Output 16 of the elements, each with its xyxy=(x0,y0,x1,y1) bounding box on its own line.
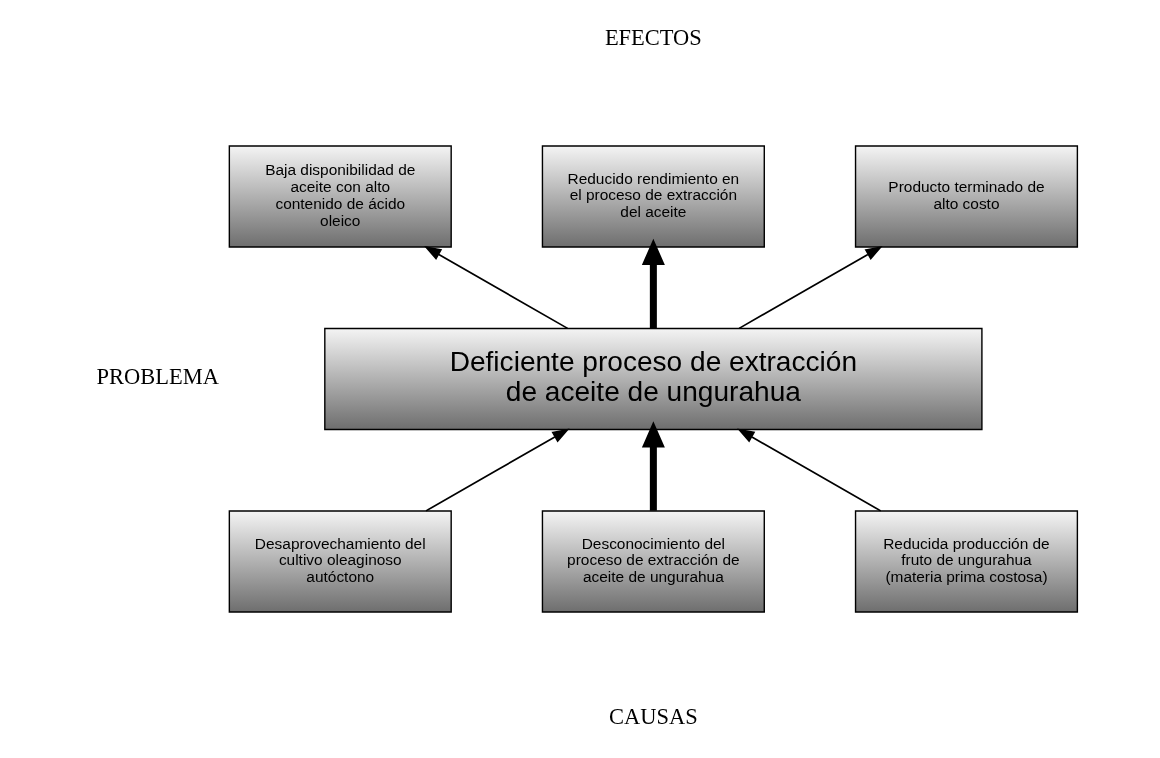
node-box: Reducido rendimiento en el proceso de extracción del aceite xyxy=(541,145,765,248)
arrow xyxy=(737,428,882,512)
arrow xyxy=(424,245,569,330)
arrow xyxy=(738,245,883,330)
arrow xyxy=(425,428,570,512)
label: PROBLEMA xyxy=(96,364,219,390)
label: CAUSAS xyxy=(609,704,698,730)
label: EFECTOS xyxy=(604,24,702,50)
node-box: Baja disponibilidad de aceite con alto contenido de ácido oleico xyxy=(228,145,452,248)
arrow xyxy=(641,421,665,511)
node-box: Desaprovechamiento del cultivo oleaginoso autóctono xyxy=(228,510,452,613)
arrow xyxy=(641,238,665,329)
node-box: Producto terminado de alto costo xyxy=(854,145,1079,248)
node-box: Desconocimiento del proceso de extracción de aceite de ungurahua xyxy=(541,510,765,613)
node-box: Reducida producción de fruto de ungurahua (materia prima costosa) xyxy=(854,510,1079,613)
node-box: Deficiente proceso de extracción de aceite de ungurahua xyxy=(324,327,983,431)
